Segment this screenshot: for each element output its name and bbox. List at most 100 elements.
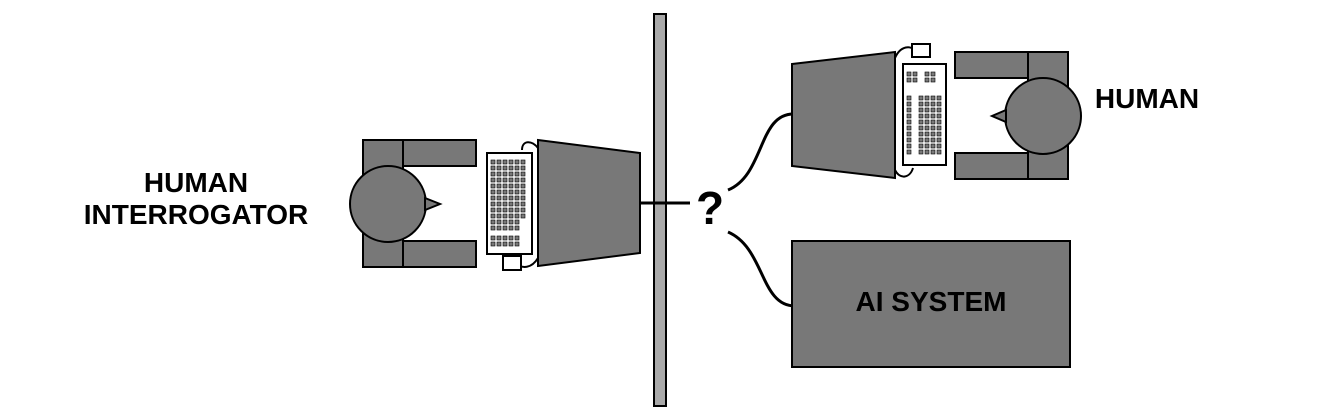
question-mark: ? [696,182,724,234]
keyboard-key [502,177,508,183]
keyboard-key [924,125,930,131]
keyboard-key [496,171,502,177]
human-chair-arm-top [954,51,1029,79]
keyboard-key [520,213,526,219]
keyboard-key [490,183,496,189]
keyboard-key [930,119,936,125]
keyboard-key [514,183,520,189]
keyboard-key [930,149,936,155]
cable-to-ai-system [727,230,796,308]
keyboard-key [496,213,502,219]
keyboard-key [520,177,526,183]
keyboard-key [490,235,496,241]
keyboard-key [930,137,936,143]
interrogator-monitor [537,138,641,268]
keyboard-key [918,131,924,137]
keyboard-key [520,171,526,177]
keyboard-key [496,225,502,231]
ai-system-label: AI SYSTEM [856,286,1007,317]
keyboard-key [508,235,514,241]
keyboard-key [508,213,514,219]
keyboard-key [918,137,924,143]
keyboard-key [508,183,514,189]
keyboard-key [520,201,526,207]
keyboard-key [496,183,502,189]
keyboard-key [508,171,514,177]
keyboard-key [496,189,502,195]
keyboard-key [930,101,936,107]
human-head [1004,77,1082,155]
keyboard-key [936,119,942,125]
keyboard-key [906,113,912,119]
keyboard-key [906,131,912,137]
keyboard-key [502,213,508,219]
ai-system-box [791,240,1071,368]
keyboard-key [924,143,930,149]
keyboard-key [490,225,496,231]
keyboard-key [918,113,924,119]
keyboard-key [936,101,942,107]
keyboard-key [930,107,936,113]
keyboard-key [924,113,930,119]
keyboard-key [936,137,942,143]
keyboard-key [502,207,508,213]
keyboard-key [502,195,508,201]
keyboard-key [906,137,912,143]
keyboard-key [918,95,924,101]
keyboard-key [490,195,496,201]
human-keyboard-keys [906,71,942,155]
keyboard-key [514,213,520,219]
keyboard-key [502,241,508,247]
keyboard-key [514,241,520,247]
keyboard-key [918,101,924,107]
keyboard-key [930,77,936,83]
keyboard-key [502,183,508,189]
keyboard-key [496,235,502,241]
keyboard-key [520,183,526,189]
keyboard-key [924,101,930,107]
keyboard-key [514,201,520,207]
keyboard-key [514,207,520,213]
keyboard-key [918,107,924,113]
keyboard-key [912,77,918,83]
keyboard-key [918,143,924,149]
keyboard-key [508,207,514,213]
keyboard-key [496,177,502,183]
keyboard-key [918,125,924,131]
keyboard-key [514,219,520,225]
keyboard-key [490,219,496,225]
keyboard-key [490,213,496,219]
keyboard-key [930,131,936,137]
keyboard-key [490,241,496,247]
human-monitor [791,50,896,180]
keyboard-key [514,165,520,171]
keyboard-key [924,77,930,83]
keyboard-key [490,171,496,177]
keyboard-key [508,165,514,171]
interrogator-label-line2: INTERROGATOR [84,199,309,230]
keyboard-key [508,201,514,207]
keyboard-key [496,165,502,171]
dividing-wall [653,13,667,407]
interrogator-chair-arm-bottom [402,240,477,268]
keyboard-key [490,189,496,195]
keyboard-key [520,159,526,165]
keyboard-key [520,195,526,201]
keyboard-key [514,159,520,165]
keyboard-key [924,95,930,101]
keyboard-key [496,201,502,207]
interrogator-cable-top [521,141,539,151]
keyboard-key [930,143,936,149]
keyboard-key [924,107,930,113]
keyboard-key [490,207,496,213]
keyboard-key [912,71,918,77]
interrogator-keyboard-keys [490,159,526,247]
keyboard-key [514,195,520,201]
keyboard-key [496,241,502,247]
keyboard-key [508,225,514,231]
keyboard-key [924,119,930,125]
keyboard-key [906,71,912,77]
keyboard-key [924,131,930,137]
keyboard-key [924,71,930,77]
